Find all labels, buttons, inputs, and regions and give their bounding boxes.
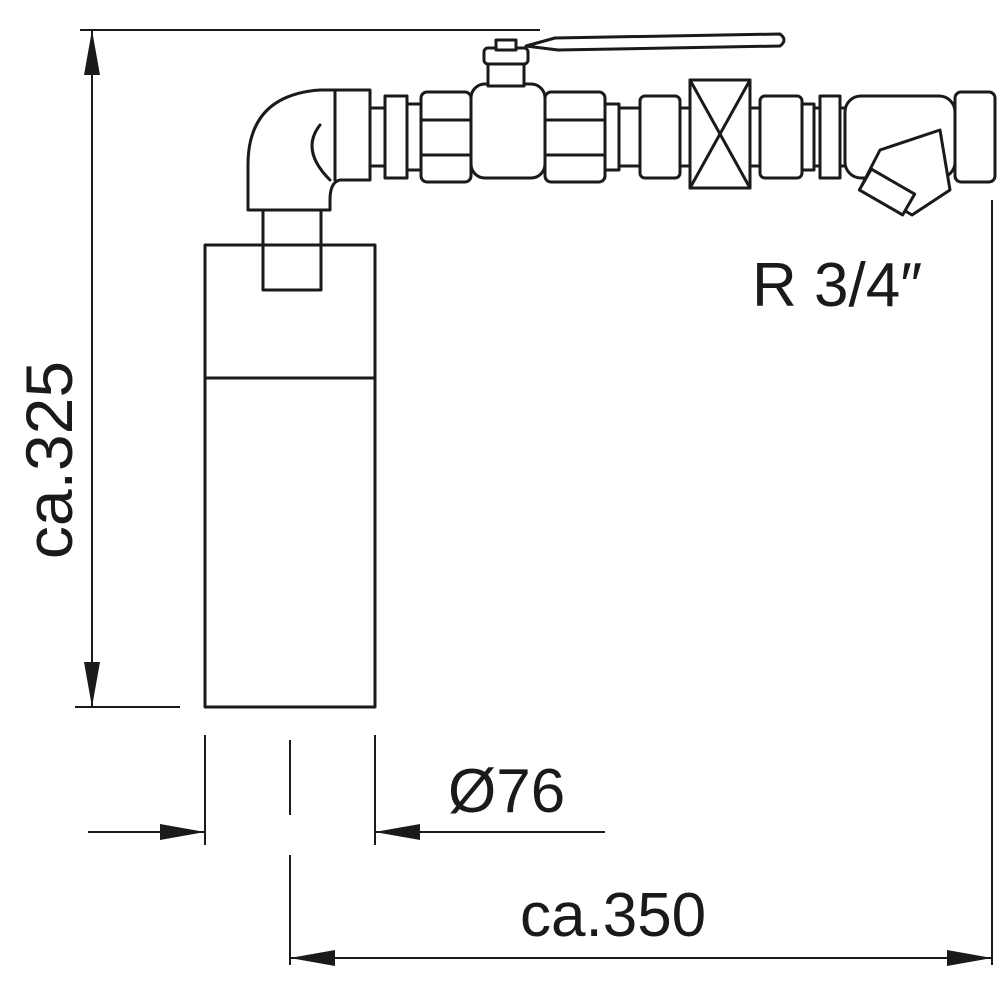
cylinder-housing [203,243,377,709]
thread-label: R 3/4″ [752,251,922,320]
neck-connector [261,203,323,292]
pipe-assembly [368,32,997,217]
elbow-fitting [246,88,372,212]
diameter-dimension [88,735,605,845]
height-label: ca.325 [12,361,86,559]
cross-fitting [688,78,752,190]
ball-valve [469,32,786,180]
width-label: ca.350 [520,881,706,950]
diameter-label: Ø76 [448,757,565,826]
height-dimension [75,29,540,708]
width-dimension [289,200,993,966]
valve-handle [524,32,786,52]
y-strainer [843,94,957,217]
